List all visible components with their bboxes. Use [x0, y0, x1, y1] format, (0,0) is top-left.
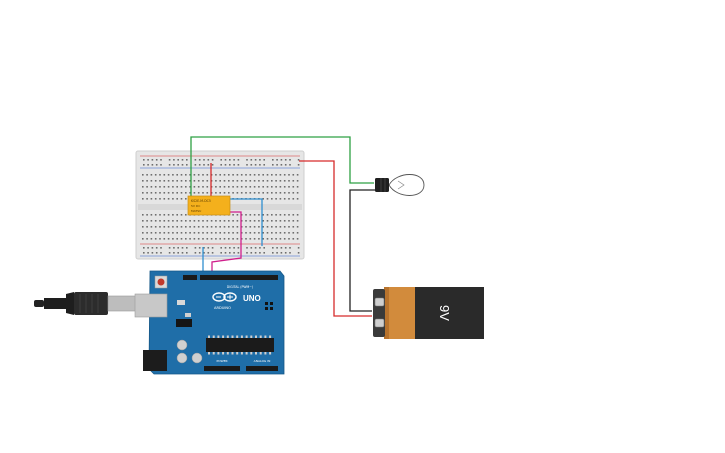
- digital-header: [200, 275, 278, 280]
- magenta-wire[interactable]: [211, 211, 242, 273]
- green-wire[interactable]: [190, 136, 374, 200]
- bulb-socket: [375, 178, 389, 192]
- relay-part-label: KS2E-M-DC5: [191, 199, 211, 203]
- relay-brand-label: MATSU: [191, 209, 201, 213]
- board-brand-label: ARDUINO: [214, 306, 231, 310]
- breadboard-holes: [142, 159, 300, 254]
- battery-voltage-label: 9V: [437, 305, 452, 321]
- board-model-label: UNO: [243, 294, 261, 303]
- analog-header: [246, 366, 278, 371]
- relay[interactable]: KS2E-M-DC5 5V DC MATSU: [187, 195, 231, 216]
- arduino-uno[interactable]: DIGITAL (PWM~) UNO ARDUINO POWER ANALOG …: [134, 270, 285, 375]
- power-jack: [143, 350, 167, 371]
- battery-terminal-clip: [373, 289, 385, 337]
- analog-header-label: ANALOG IN: [254, 359, 271, 363]
- battery-9v[interactable]: 9V: [373, 287, 484, 339]
- red-wire[interactable]: [299, 160, 372, 317]
- reset-button[interactable]: [157, 278, 165, 286]
- usb-cable[interactable]: [34, 292, 137, 315]
- power-header: [204, 366, 240, 371]
- arduino-logo: [212, 292, 237, 302]
- blue-wire[interactable]: [228, 198, 263, 246]
- atmega-chip: [206, 338, 274, 352]
- relay-voltage-label: 5V DC: [191, 204, 200, 208]
- usb-port: [134, 293, 168, 318]
- digital-header-label: DIGITAL (PWM~): [227, 285, 253, 289]
- black-wire[interactable]: [349, 189, 378, 312]
- light-bulb[interactable]: [375, 174, 425, 196]
- wires: [190, 136, 378, 317]
- power-header-label: POWER: [216, 359, 227, 363]
